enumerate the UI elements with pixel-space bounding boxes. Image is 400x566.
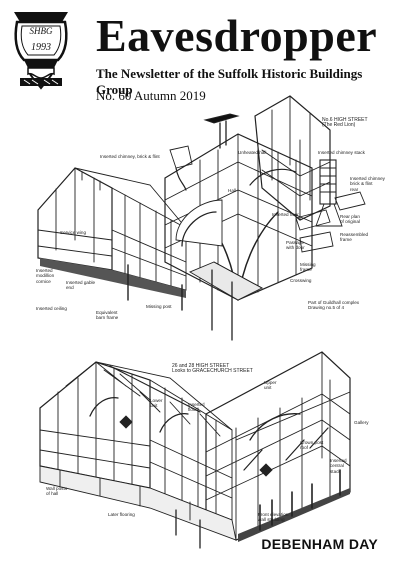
upper-note: Service wing: [60, 230, 87, 235]
lower-note: Later flooring: [108, 512, 135, 517]
lower-note: Front elevation wall studding: [258, 512, 289, 523]
upper-note: Inserted floor: [272, 212, 299, 217]
debenham-day-headline: DEBENHAM DAY: [261, 536, 378, 552]
upper-note: Missing post: [146, 304, 172, 309]
upper-note: Unheated hall: [238, 150, 267, 155]
upper-note: Inserted gable end: [66, 280, 96, 291]
upper-note: Inserted ceiling: [36, 306, 67, 311]
upper-note: Crosswing: [290, 278, 312, 283]
lower-note: Inserted central stack: [330, 458, 347, 474]
upper-note: Inserted chimney brick & flint rear: [350, 176, 385, 192]
upper-note: Reassembled frame: [340, 232, 369, 243]
upper-note: Rear plan of original: [340, 214, 360, 225]
upper-note: Missing frame: [300, 262, 316, 273]
lower-note: Gallery: [354, 420, 369, 425]
upper-drawing-heading: No.6 HIGH STREET (The Red Lion): [322, 117, 368, 129]
upper-note: Inserted chimney, brick & flint: [100, 154, 160, 159]
lower-note: Lower unit: [150, 398, 163, 409]
issue-info: No. 60 Autumn 2019: [96, 88, 206, 103]
lower-note: Wall posts of hall: [46, 486, 68, 497]
upper-note: Part of Guildhall complex Drawing no.5 o…: [308, 300, 360, 311]
upper-note: Equivalent barn frame: [96, 310, 119, 321]
upper-note: Hall: [228, 188, 236, 193]
logo-year: 1993: [31, 42, 51, 53]
lower-note: Upper unit: [264, 380, 277, 391]
lower-note: Crown post roof: [300, 440, 324, 451]
upper-note: Inserted modillion cornice: [36, 268, 55, 284]
lower-note: Inserted floor: [188, 402, 205, 413]
lower-drawing-heading: 26 and 28 HIGH STREET Looks to GRACECHUR…: [172, 363, 253, 375]
newsletter-subtitle: The Newsletter of the Suffolk Historic B…: [96, 66, 363, 97]
shbg-logo: SHBG 1993: [14, 12, 68, 90]
logo-text: SHBG: [30, 26, 53, 36]
upper-note: Inserted chimney stack: [318, 150, 365, 155]
newsletter-title: Eavesdropper: [96, 10, 378, 61]
upper-note: Passage with door: [286, 240, 305, 251]
